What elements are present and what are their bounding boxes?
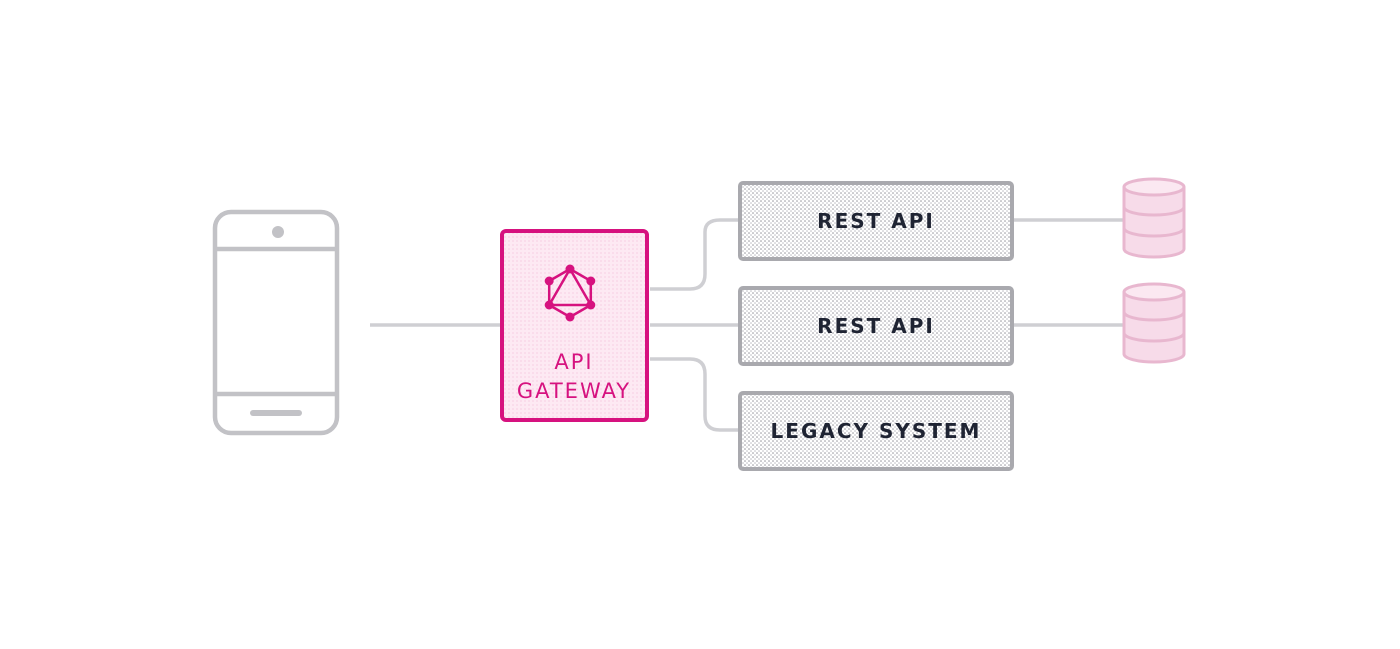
gateway-label-line1: API — [554, 350, 593, 374]
mobile-phone-icon — [212, 209, 340, 436]
service-box-rest-api-2: REST API — [738, 286, 1014, 366]
gateway-to-service-1-line — [650, 218, 740, 291]
service-box-legacy-system: LEGACY SYSTEM — [738, 391, 1014, 471]
service-box-rest-api-1: REST API — [738, 181, 1014, 261]
gateway-label-line2: GATEWAY — [517, 379, 631, 403]
api-gateway-box: API GATEWAY — [500, 229, 649, 422]
graphql-logo-icon — [544, 264, 596, 322]
service-label: REST API — [817, 209, 935, 233]
database-icon — [1122, 177, 1186, 259]
service-label: LEGACY SYSTEM — [771, 419, 982, 443]
connector-lines — [370, 218, 1124, 432]
service-label: REST API — [817, 314, 935, 338]
database-icon — [1122, 282, 1186, 364]
gateway-to-service-3-line — [650, 357, 740, 432]
